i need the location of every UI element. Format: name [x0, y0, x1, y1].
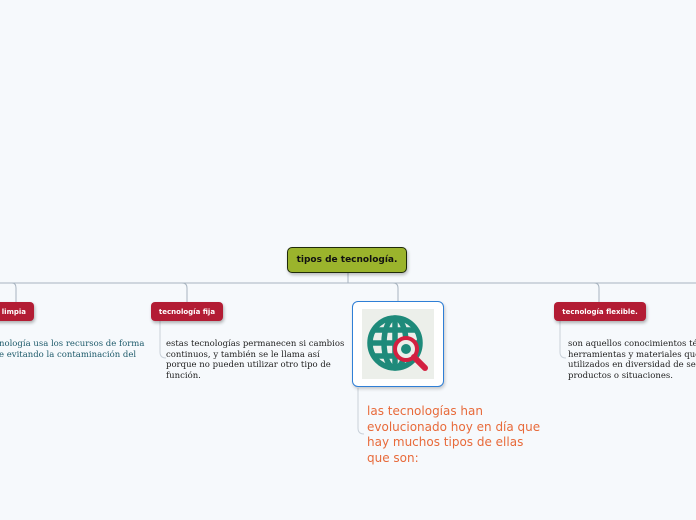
branch-node-fija[interactable]: tecnología fija: [151, 302, 223, 321]
image-frame: [362, 309, 434, 379]
note-line: utilizados en diversidad de ser: [568, 360, 696, 370]
branch-node-limpia[interactable]: tecnología limpia: [0, 302, 34, 321]
note-line: nología usa los recursos de forma: [0, 339, 145, 349]
note-line: e evitando la contaminación del: [0, 349, 137, 360]
branch-label-fija: tecnología fija: [158, 307, 216, 316]
note-line: estas tecnologías permanecen si cambios: [166, 339, 345, 349]
root-label: tipos de tecnología.: [296, 255, 398, 265]
connector-center: [392, 282, 399, 301]
center-node-text: las tecnologías han evolucionado hoy en …: [367, 404, 552, 466]
note-bracket-fija: [159, 320, 167, 359]
note-line: productos o situaciones.: [568, 370, 673, 381]
center-text-line: que son:: [367, 450, 419, 465]
note-bracket-flexible: [559, 320, 567, 359]
note-line: porque no pueden utilizar otro tipo de: [166, 360, 331, 370]
center-text-line: hay muchos tipos de ellas: [367, 435, 524, 449]
note-line: son aquellos conocimientos téc: [568, 339, 696, 349]
globe-search-icon: [367, 315, 428, 371]
branch-node-flexible[interactable]: tecnología flexible.: [554, 302, 646, 321]
center-text-line: las tecnologías han: [367, 404, 483, 418]
note-line: continuos, y también se le llama así: [166, 349, 320, 360]
center-text-line: evolucionado hoy en día que: [367, 419, 541, 434]
image-node[interactable]: [352, 301, 444, 387]
note-bracket-center: [357, 388, 365, 435]
connector-fija: [181, 282, 188, 302]
note-line: función.: [166, 370, 201, 381]
note-limpia: nología usa los recursos de forma e evit…: [0, 339, 159, 360]
note-line: herramientas y materiales que: [568, 349, 696, 360]
root-node[interactable]: tipos de tecnología.: [287, 247, 407, 273]
branch-label-limpia: tecnología limpia: [0, 307, 26, 316]
note-fija: estas tecnologías permanecen si cambios …: [166, 339, 351, 381]
connector-limpia: [11, 282, 17, 302]
connector-flexible: [593, 282, 600, 302]
note-flexible: son aquellos conocimientos téc herramien…: [568, 339, 696, 381]
branch-label-flexible: tecnología flexible.: [562, 307, 638, 316]
